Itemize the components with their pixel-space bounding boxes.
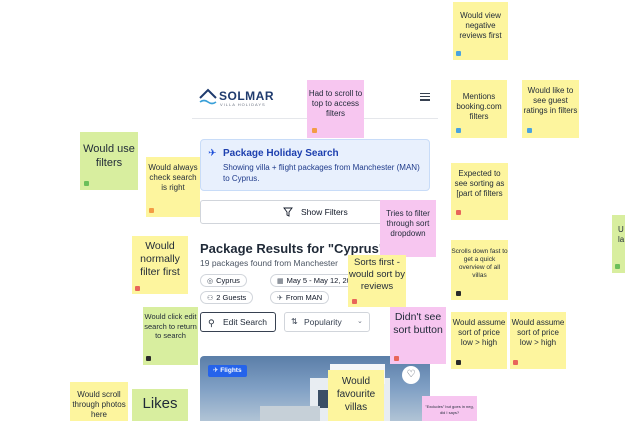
author-avatar [527, 128, 532, 133]
author-avatar [456, 51, 461, 56]
note-assume-price-sort-1: Would assume sort of price low > high [451, 312, 507, 369]
author-avatar [456, 360, 461, 365]
note-didnt-see-sort: Didn't see sort button [390, 307, 446, 364]
results-count: 19 packages found from Manchester [200, 258, 338, 268]
banner-subtitle: Showing villa + flight packages from Man… [223, 163, 420, 183]
author-avatar [513, 360, 518, 365]
sort-arrows-icon: ⇅ [291, 317, 298, 326]
note-edge-partial: U la [612, 215, 625, 273]
author-avatar [135, 286, 140, 291]
chevron-down-icon: ⌄ [357, 318, 363, 325]
note-click-edit-search: Would click edit search to return to sea… [143, 307, 198, 365]
package-search-banner: ✈ Package Holiday Search Showing villa +… [200, 139, 430, 191]
note-sort-by-reviews: Sorts first - would sort by reviews [348, 255, 406, 307]
note-favourite-villas: Would favourite villas [328, 370, 384, 421]
chip-guests[interactable]: ⚇2 Guests [200, 291, 254, 304]
author-avatar [146, 356, 151, 361]
banner-title: Package Holiday Search [223, 148, 339, 159]
author-avatar [456, 210, 461, 215]
note-assume-price-sort-2: Would assume sort of price low > high [510, 312, 566, 369]
chip-departure[interactable]: ✈From MAN [270, 291, 330, 304]
note-sorting-in-filters: Expected to see sorting as [part of filt… [451, 163, 508, 220]
note-scroll-photos: Would scroll through photos here [70, 382, 128, 421]
author-avatar [456, 291, 461, 296]
brand-name: SOLMAR [219, 89, 274, 103]
note-booking-filters: Mentions booking.com filters [451, 80, 507, 138]
hamburger-menu-icon[interactable] [420, 93, 430, 101]
author-avatar [615, 264, 620, 269]
note-scrolls-down-fast: Scrolls down fast to get a quick overvie… [451, 240, 508, 300]
chip-destination[interactable]: ◎Cyprus [200, 274, 247, 287]
solmar-logo-icon [199, 88, 217, 105]
author-avatar [149, 208, 154, 213]
author-avatar [394, 356, 399, 361]
search-icon: ⚲ [208, 318, 215, 328]
note-tries-filter-sort: Tries to filter through sort dropdown [380, 200, 436, 257]
author-avatar [312, 128, 317, 133]
note-likes: Likes [132, 389, 188, 421]
calendar-icon: ▦ [277, 278, 284, 285]
note-always-check-search: Would always check search is right [146, 157, 200, 217]
brand-tagline: VILLA HOLIDAYS [220, 102, 266, 107]
note-would-use-filters: Would use filters [80, 132, 138, 190]
favourite-heart-icon[interactable]: ♡ [402, 366, 420, 384]
results-heading: Package Results for "Cyprus" [200, 241, 386, 256]
filter-funnel-icon [283, 207, 293, 217]
sort-dropdown[interactable]: ⇅ Popularity ⌄ [284, 312, 370, 332]
note-normally-filter-first: Would normally filter first [132, 236, 188, 294]
author-avatar [84, 181, 89, 186]
plane-icon: ✈ [277, 295, 283, 302]
note-excludes-negatives: "Excludes" but goes in neg, did I says? [422, 396, 477, 421]
edit-search-button[interactable]: ⚲ Edit Search [200, 312, 276, 332]
note-negative-reviews: Would view negative reviews first [453, 2, 508, 60]
note-guest-ratings: Would like to see guest ratings in filte… [522, 80, 579, 138]
plane-icon: ✈ [208, 148, 217, 159]
site-header: SOLMAR VILLA HOLIDAYS [192, 76, 438, 116]
show-filters-label: Show Filters [301, 207, 348, 217]
flights-badge: ✈ Flights [208, 365, 247, 377]
chip-dates[interactable]: ▦May 5 - May 12, 20 [270, 274, 358, 287]
note-scroll-to-top: Had to scroll to top to access filters [307, 80, 364, 138]
guests-icon: ⚇ [207, 295, 214, 302]
location-pin-icon: ◎ [207, 278, 214, 285]
author-avatar [352, 299, 357, 304]
author-avatar [456, 128, 461, 133]
